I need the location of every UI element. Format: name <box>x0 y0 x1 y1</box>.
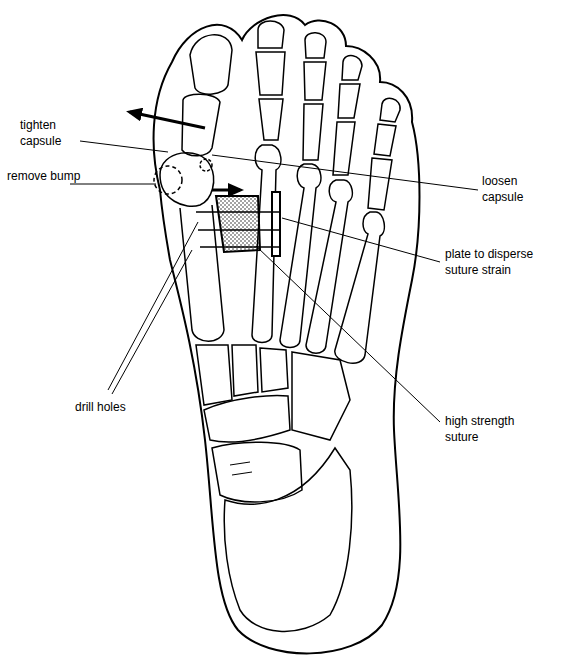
toe-3 <box>303 33 326 160</box>
callout-label: tighten capsule <box>20 117 80 149</box>
bump <box>154 166 182 194</box>
metatarsal-4 <box>306 180 352 353</box>
first-metatarsal <box>180 205 224 341</box>
stippled-area <box>216 196 260 252</box>
calcaneus <box>224 448 352 631</box>
talus <box>212 442 302 502</box>
callout-label: plate to disperse suture strain <box>445 246 557 278</box>
sesamoid <box>200 159 212 171</box>
suture-lines <box>196 212 280 247</box>
bone-detail <box>230 462 252 475</box>
hallux-distal <box>190 35 232 94</box>
navicular <box>204 396 290 442</box>
callout-label: high strength suture <box>445 413 535 445</box>
toe-2 <box>256 21 285 140</box>
callout-label: loosen capsule <box>482 173 542 205</box>
metatarsal-3 <box>280 164 321 348</box>
cuboid <box>292 352 350 440</box>
intermediate-cuneiform <box>232 345 258 396</box>
toe-4 <box>333 56 362 175</box>
lateral-cuneiform <box>260 348 288 392</box>
shift-arrow <box>212 189 240 192</box>
tighten-arrow <box>130 112 205 128</box>
callout-label: drill holes <box>75 399 165 415</box>
leader-lines <box>70 141 478 422</box>
medial-cuneiform <box>196 345 232 405</box>
callout-label: remove bump <box>7 168 117 184</box>
foot-outline <box>154 15 420 653</box>
first-metatarsal-head <box>160 153 214 207</box>
toe-5 <box>368 98 400 210</box>
